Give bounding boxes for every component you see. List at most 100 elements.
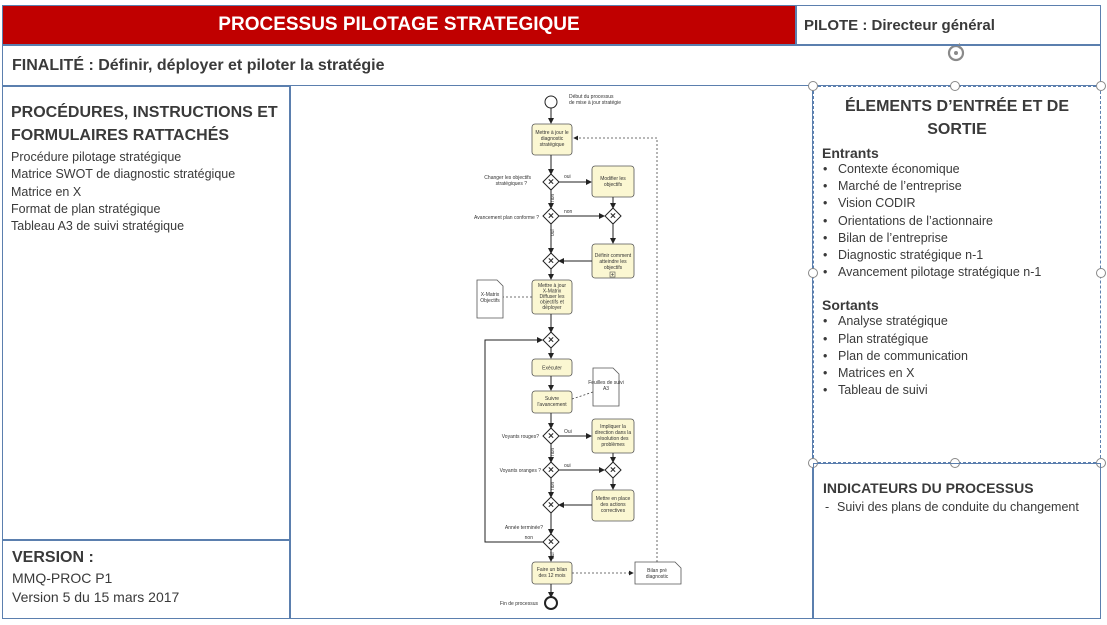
- list-item: Matrices en X: [822, 365, 1092, 382]
- sortants-list: Analyse stratégique Plan stratégique Pla…: [822, 313, 1092, 399]
- gateway-x-mark: ✕: [548, 501, 555, 510]
- association-flow: [573, 135, 658, 562]
- procedure-item: Format de plan stratégique: [11, 201, 161, 216]
- loop-back-flow: [484, 337, 543, 543]
- version-title: VERSION :: [12, 549, 94, 566]
- list-item: Diagnostic stratégique n-1: [822, 247, 1092, 264]
- procedures-panel: PROCÉDURES, INSTRUCTIONS ET FORMULAIRES …: [2, 86, 290, 540]
- task-text: objectifs: [604, 182, 623, 188]
- flow-label-no: non: [550, 481, 556, 490]
- gateway-label: Changer les objectifs: [484, 175, 531, 181]
- task-text: Impliquer la: [600, 424, 626, 430]
- process-flowchart: Début du processus de mise à jour straté…: [474, 94, 682, 610]
- task-follow-progress: [531, 390, 573, 414]
- task-text: l'avancement: [537, 402, 567, 408]
- flow-label-yes: Oui: [564, 429, 572, 435]
- list-item: Marché de l’entreprise: [822, 178, 1092, 195]
- flow-label-no: non: [550, 447, 556, 456]
- resize-handle-top-right[interactable]: [1096, 81, 1106, 91]
- procedures-title-line2: FORMULAIRES RATTACHÉS: [11, 127, 230, 144]
- task-text: problèmes: [601, 442, 625, 448]
- task-text: Définir comment: [595, 253, 632, 259]
- procedure-item: Matrice en X: [11, 184, 82, 199]
- start-label-2: de mise à jour stratégie: [569, 100, 621, 106]
- end-event: [544, 596, 558, 610]
- list-item: Plan stratégique: [822, 331, 1092, 348]
- gateway-x-mark: ✕: [548, 212, 555, 221]
- task-text: des 12 mois: [539, 573, 566, 579]
- gateway-x-mark: ✕: [548, 466, 555, 475]
- io-title-line1: ÉLEMENTS D’ENTRÉE ET DE: [844, 98, 1070, 115]
- document-text: Feuilles de suivi: [588, 380, 624, 386]
- list-item: Analyse stratégique: [822, 313, 1092, 330]
- list-item: Suivi des plans de conduite du changemen…: [823, 499, 1091, 516]
- document-review: [634, 561, 682, 585]
- document-text: X-Matrix: [481, 292, 500, 298]
- gateway-x-mark: ✕: [548, 538, 555, 547]
- procedure-item: Matrice SWOT de diagnostic stratégique: [11, 167, 236, 182]
- task-text: Mettre à jour: [538, 283, 566, 289]
- resize-handle-top-left[interactable]: [808, 81, 818, 91]
- list-item: Orientations de l’actionnaire: [822, 213, 1092, 230]
- flow-label-yes: oui: [564, 174, 571, 180]
- task-text: Diffuser les: [540, 294, 565, 300]
- io-title: ÉLEMENTS D’ENTRÉE ET DE SORTIE: [822, 95, 1092, 141]
- start-label-1: Début du processus: [569, 94, 614, 100]
- flow-label-yes: oui: [550, 552, 556, 559]
- gateway-label: Voyants rouges?: [502, 434, 539, 440]
- process-title: PROCESSUS PILOTAGE STRATEGIQUE: [2, 5, 796, 45]
- version-date: Version 5 du 15 mars 2017: [12, 589, 180, 605]
- start-event: [544, 95, 558, 109]
- list-item: Vision CODIR: [822, 195, 1092, 212]
- document-a3-sheets: [592, 367, 620, 407]
- task-text: Suivre: [545, 396, 559, 402]
- rotate-handle-icon[interactable]: [946, 40, 966, 64]
- list-item: Avancement pilotage stratégique n-1: [822, 264, 1092, 281]
- task-text: X-Matrix: [543, 289, 562, 295]
- flow-label-no: non: [564, 209, 573, 215]
- gateway-x-mark: ✕: [610, 212, 617, 221]
- procedure-item: Procédure pilotage stratégique: [11, 150, 182, 164]
- document-xmatrix: [476, 279, 504, 319]
- task-text: Faire un bilan: [537, 567, 568, 573]
- task-text: stratégique: [540, 142, 565, 148]
- io-panel[interactable]: ÉLEMENTS D’ENTRÉE ET DE SORTIE Entrants …: [813, 86, 1101, 463]
- indicators-panel: INDICATEURS DU PROCESSUS Suivi des plans…: [813, 463, 1101, 619]
- task-text: direction dans la: [595, 430, 632, 436]
- task-text: objectifs et: [540, 300, 565, 306]
- list-item: Contexte économique: [822, 161, 1092, 178]
- task-text: Mettre à jour le: [535, 130, 569, 136]
- task-text: Exécuter: [542, 366, 562, 372]
- end-label: Fin de processus: [500, 601, 539, 607]
- gateway-x-mark: ✕: [548, 336, 555, 345]
- process-finalite: FINALITÉ : Définir, déployer et piloter …: [2, 45, 1101, 86]
- version-panel: VERSION : MMQ-PROC P1 Version 5 du 15 ma…: [2, 540, 290, 619]
- resize-handle-top[interactable]: [950, 81, 960, 91]
- resize-handle-right[interactable]: [1096, 268, 1106, 278]
- document-text: A3: [603, 386, 609, 392]
- gateway-label: Avancement plan conforme ?: [474, 215, 539, 221]
- document-text: Objectifs: [480, 298, 500, 304]
- gateway-x-mark: ✕: [548, 432, 555, 441]
- task-text: objectifs: [604, 265, 623, 271]
- gateway-label: stratégiques ?: [496, 181, 528, 187]
- gateway-x-mark: ✕: [610, 466, 617, 475]
- list-item: Plan de communication: [822, 348, 1092, 365]
- resize-handle-left[interactable]: [808, 268, 818, 278]
- process-diagram-panel: Début du processus de mise à jour straté…: [290, 86, 813, 619]
- task-text: des actions: [600, 502, 626, 508]
- document-text: Bilan pré: [647, 568, 667, 574]
- task-text: Mettre en place: [596, 496, 631, 502]
- list-item: Bilan de l’entreprise: [822, 230, 1092, 247]
- flow-label-no: non: [525, 535, 534, 541]
- task-text: diagnostic: [541, 136, 564, 142]
- task-update-diagnostic: [531, 123, 573, 156]
- procedure-item: Tableau A3 de suivi stratégique: [11, 219, 185, 234]
- task-text: résolution des: [597, 436, 629, 442]
- task-text: correctives: [601, 508, 626, 514]
- task-execute: [531, 358, 573, 377]
- version-code: MMQ-PROC P1: [12, 570, 113, 586]
- procedures-title: PROCÉDURES, INSTRUCTIONS ET FORMULAIRES …: [11, 101, 281, 147]
- gateway-x-mark: ✕: [548, 257, 555, 266]
- entrants-title: Entrants: [822, 145, 879, 161]
